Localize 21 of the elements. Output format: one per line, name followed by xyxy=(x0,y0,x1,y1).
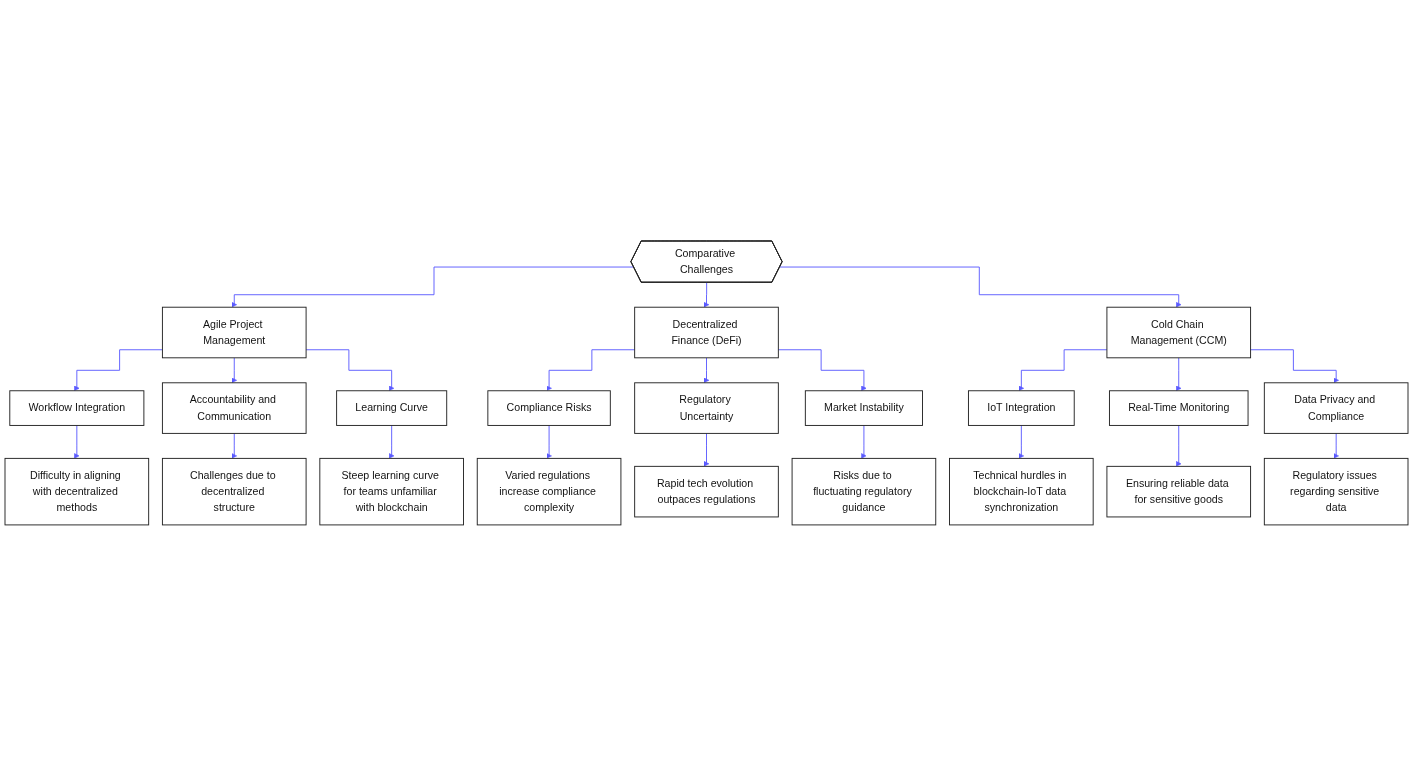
node-box: Technical hurdles in blockchain-IoT data synchronization xyxy=(949,457,1094,526)
node-box: Cold Chain Management (CCM) xyxy=(1106,306,1252,359)
node-box: Agile Project Management xyxy=(161,306,307,359)
node-box: Regulatory Uncertainty xyxy=(634,382,779,434)
node-box: Compliance Risks xyxy=(487,390,611,426)
node-box: Rapid tech evolution outpaces regulations xyxy=(634,465,779,518)
node-box: Varied regulations increase compliance complexity xyxy=(476,457,622,526)
node-box: Learning Curve xyxy=(336,390,448,426)
node-box: Accountability and Communication xyxy=(161,382,307,434)
node-box: Regulatory issues regarding sensitive data xyxy=(1263,457,1409,526)
node-box: Decentralized Finance (DeFi) xyxy=(634,306,779,359)
node-box: Ensuring reliable data for sensitive goods xyxy=(1106,465,1252,518)
node-box: Challenges due to decentralized structure xyxy=(161,457,307,526)
node-box: Steep learning curve for teams unfamiliar with blockchain xyxy=(319,457,464,526)
node-box: Difficulty in aligning with decentralized methods xyxy=(4,457,150,526)
node-box: Workflow Integration xyxy=(9,390,145,426)
node-box: Market Instability xyxy=(804,390,923,426)
node-box: Risks due to fluctuating regulatory guidance xyxy=(791,457,937,526)
node-box: Real-Time Monitoring xyxy=(1109,390,1249,426)
node-box: Data Privacy and Compliance xyxy=(1263,382,1409,434)
node-box: IoT Integration xyxy=(968,390,1075,426)
